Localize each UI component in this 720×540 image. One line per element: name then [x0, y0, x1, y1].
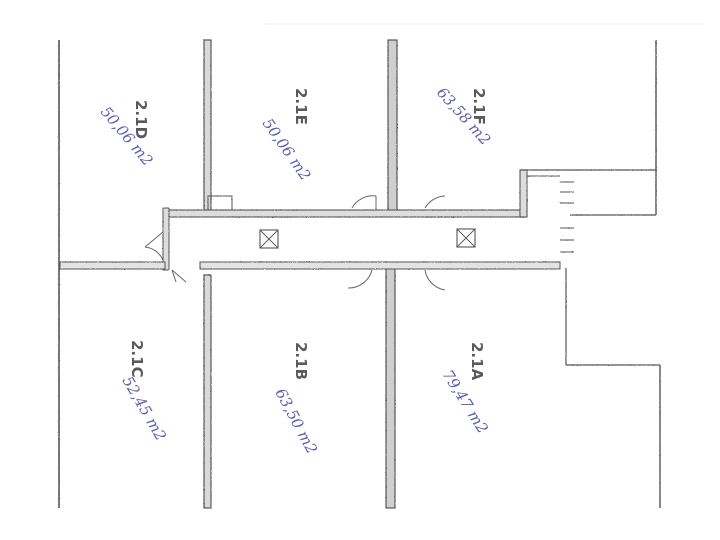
room-code-2.1d: 2.1D — [132, 100, 150, 139]
wall-block-small — [207, 195, 233, 211]
walls — [58, 39, 661, 509]
corridor-wall-top — [164, 209, 526, 218]
unit-2.1f: 2.1F 63,58 m2 — [433, 84, 494, 149]
area-note-2.1b: 63,50 m2 — [271, 385, 320, 457]
area-note-2.1e: 50,06 m2 — [259, 115, 315, 184]
room-code-2.1e: 2.1E — [292, 88, 310, 125]
unit-2.1b: 2.1B 63,50 m2 — [271, 342, 320, 457]
partition-cb-lower — [203, 274, 212, 509]
shaft-left — [259, 229, 279, 249]
partition-ba-lower — [385, 267, 396, 509]
room-code-2.1c: 2.1C — [128, 340, 146, 378]
partition-de-upper — [203, 39, 212, 211]
door-swing-2.1a — [424, 269, 446, 291]
door-swing-2.1c — [171, 269, 187, 283]
corridor-end-left — [162, 207, 170, 271]
shaft-right — [456, 228, 476, 248]
area-note-2.1c: 52,45 m2 — [119, 373, 170, 444]
door-swing-2.1f-left — [351, 195, 377, 210]
door-swing-2.1d — [144, 231, 164, 261]
room-code-2.1a: 2.1A — [468, 342, 486, 381]
unit-2.1a: 2.1A 79,47 m2 — [439, 342, 492, 437]
wall-left-stub — [59, 261, 166, 270]
partition-ef-upper — [387, 39, 398, 213]
room-code-2.1b: 2.1B — [292, 342, 310, 380]
unit-2.1d: 2.1D 50,06 m2 — [97, 100, 157, 169]
room-code-2.1f: 2.1F — [470, 88, 488, 125]
door-swing-2.1f-right — [424, 195, 446, 209]
corridor-wall-bottom — [199, 261, 561, 270]
doors — [144, 195, 446, 291]
door-swing-2.1b — [347, 269, 373, 289]
unit-2.1c: 2.1C 52,45 m2 — [119, 340, 170, 444]
unit-2.1e: 2.1E 50,06 m2 — [259, 88, 315, 184]
entry-wall-vertical — [519, 169, 528, 218]
shafts — [259, 228, 476, 249]
